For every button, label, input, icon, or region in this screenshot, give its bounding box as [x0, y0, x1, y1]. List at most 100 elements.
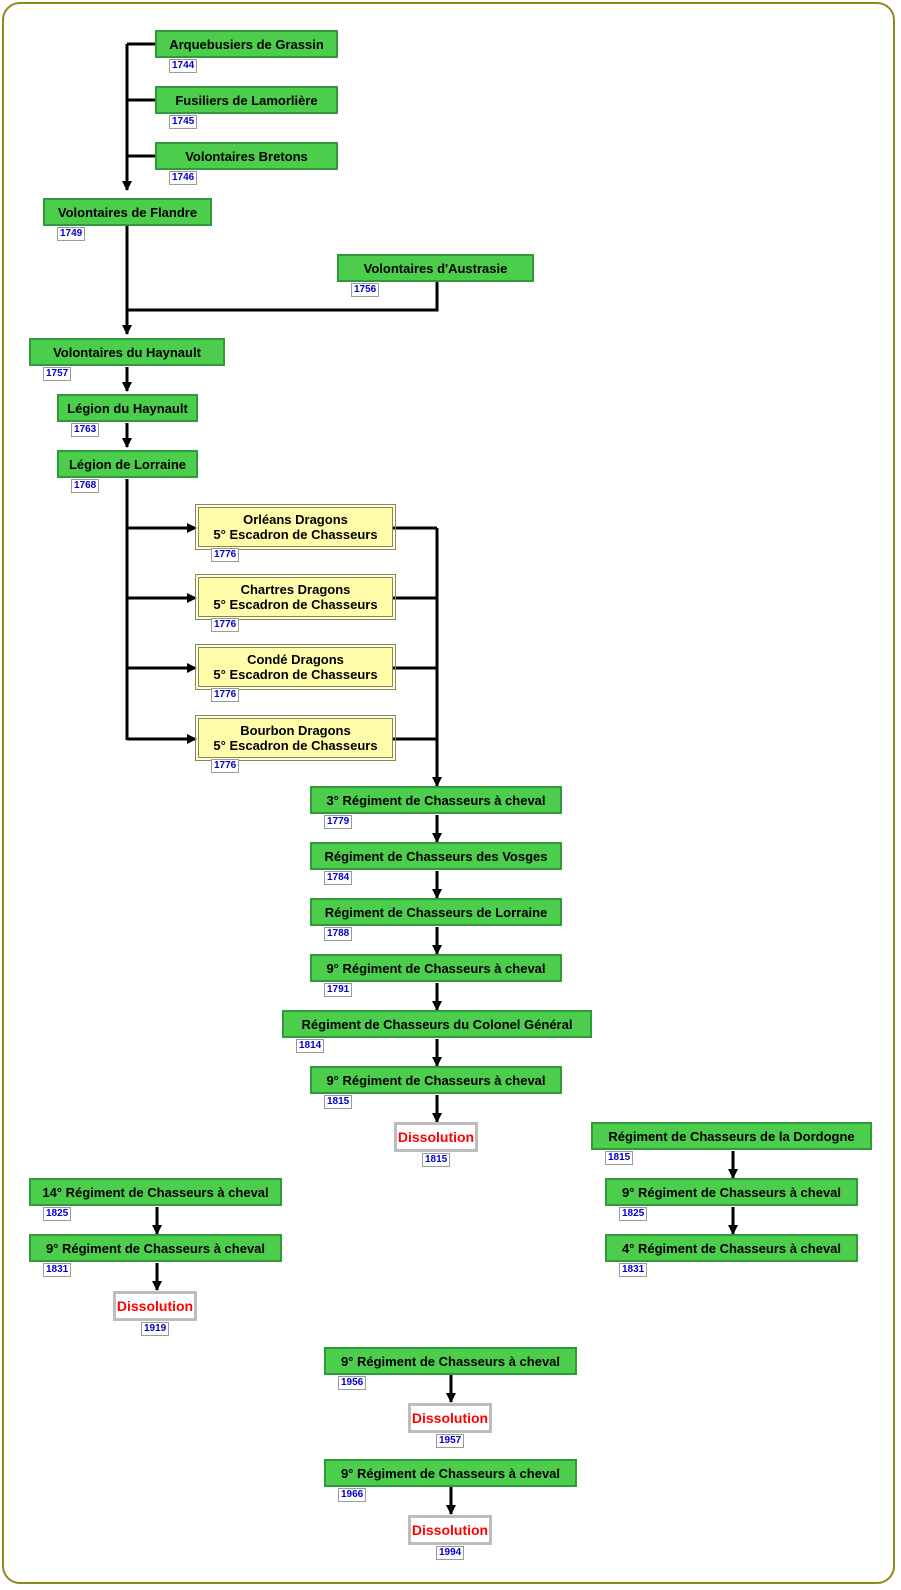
unit-label: Fusiliers de Lamorlière: [175, 93, 317, 108]
unit-label: Dissolution: [411, 1409, 489, 1426]
unit-label: Arquebusiers de Grassin: [169, 37, 324, 52]
unit-box: 14° Régiment de Chasseurs à cheval: [29, 1178, 282, 1206]
unit-box: Volontaires Bretons: [155, 142, 338, 170]
unit-name: Volontaires Bretons: [185, 148, 308, 164]
unit-box: Légion de Lorraine: [57, 450, 198, 478]
unit-label: Volontaires du Haynault: [53, 345, 201, 360]
year-badge: 1956: [338, 1376, 367, 1390]
unit-name: Arquebusiers de Grassin: [169, 36, 324, 52]
unit-box: Régiment de Chasseurs du Colonel Général: [282, 1010, 592, 1038]
year-badge: 1825: [43, 1207, 72, 1221]
unit-label: Volontaires d'Austrasie: [364, 261, 508, 276]
unit-name: 9° Régiment de Chasseurs à cheval: [340, 1465, 561, 1481]
year-badge: 1788: [324, 927, 353, 941]
year-badge: 1768: [71, 479, 100, 493]
unit-label: Régiment de Chasseurs de Lorraine: [325, 905, 548, 920]
unit-label: 9° Régiment de Chasseurs à cheval: [326, 961, 545, 976]
year-badge: 1919: [141, 1322, 170, 1336]
dissolution-box: Dissolution: [113, 1291, 197, 1321]
unit-subname: 5° Escadron de Chasseurs: [213, 527, 378, 542]
unit-name: 4° Régiment de Chasseurs à cheval: [621, 1240, 842, 1256]
unit-label: 9° Régiment de Chasseurs à cheval: [46, 1241, 265, 1256]
unit-box: Légion du Haynault: [57, 394, 198, 422]
unit-label: Régiment de Chasseurs du Colonel Général: [302, 1017, 573, 1032]
year-badge: 1994: [436, 1546, 465, 1560]
unit-label: 9° Régiment de Chasseurs à cheval: [326, 1073, 545, 1088]
year-badge: 1815: [422, 1153, 451, 1167]
year-badge: 1744: [169, 59, 198, 73]
unit-name: Régiment de Chasseurs de la Dordogne: [608, 1128, 855, 1144]
unit-name: 9° Régiment de Chasseurs à cheval: [340, 1353, 561, 1369]
year-badge: 1756: [351, 283, 380, 297]
year-badge: 1749: [57, 227, 86, 241]
year-badge: 1957: [436, 1434, 465, 1448]
year-badge: 1746: [169, 171, 198, 185]
dissolution-box: Dissolution: [408, 1515, 492, 1545]
unit-name: Régiment de Chasseurs du Colonel Général: [301, 1016, 573, 1032]
year-badge: 1784: [324, 871, 353, 885]
year-badge: 1815: [605, 1151, 634, 1165]
unit-label: Volontaires Bretons: [185, 149, 308, 164]
unit-label: 9° Régiment de Chasseurs à cheval: [341, 1466, 560, 1481]
unit-name: Légion du Haynault: [67, 400, 188, 416]
unit-label: 9° Régiment de Chasseurs à cheval: [622, 1185, 841, 1200]
unit-name: Dissolution: [397, 1128, 475, 1145]
unit-box: Volontaires du Haynault: [29, 338, 225, 366]
unit-name: Condé Dragons: [247, 652, 344, 667]
unit-name: Bourbon Dragons: [240, 723, 351, 738]
dissolution-box: Dissolution: [408, 1403, 492, 1433]
unit-box: 9° Régiment de Chasseurs à cheval: [324, 1347, 577, 1375]
unit-label: Légion de Lorraine: [69, 457, 186, 472]
unit-box: 4° Régiment de Chasseurs à cheval: [605, 1234, 858, 1262]
year-badge: 1776: [211, 759, 240, 773]
unit-label: Dissolution: [116, 1297, 194, 1314]
unit-box: Volontaires d'Austrasie: [337, 254, 534, 282]
year-badge: 1831: [619, 1263, 648, 1277]
unit-name: Volontaires du Haynault: [53, 344, 201, 360]
year-badge: 1791: [324, 983, 353, 997]
unit-box: Fusiliers de Lamorlière: [155, 86, 338, 114]
connector-early-volunteers: [127, 42, 155, 190]
unit-label: Légion du Haynault: [67, 401, 188, 416]
unit-box: Régiment de Chasseurs des Vosges: [310, 842, 562, 870]
unit-name: Dissolution: [411, 1409, 489, 1426]
unit-name: Fusiliers de Lamorlière: [175, 92, 318, 108]
unit-label: Volontaires de Flandre: [58, 205, 197, 220]
unit-label: Régiment de Chasseurs des Vosges: [324, 849, 547, 864]
year-badge: 1776: [211, 548, 240, 562]
unit-box: 3° Régiment de Chasseurs à cheval: [310, 786, 562, 814]
unit-name: Orléans Dragons: [243, 512, 348, 527]
dissolution-box: Dissolution: [394, 1122, 478, 1152]
unit-name: 9° Régiment de Chasseurs à cheval: [326, 960, 546, 976]
unit-name: Volontaires d'Austrasie: [363, 260, 508, 276]
year-badge: 1779: [324, 815, 353, 829]
connector-dragoons-merge: [392, 526, 437, 786]
unit-name: Dissolution: [411, 1521, 489, 1538]
connector-austrasie: [127, 282, 439, 312]
unit-box: 9° Régiment de Chasseurs à cheval: [310, 1066, 562, 1094]
unit-name: 14° Régiment de Chasseurs à cheval: [42, 1184, 269, 1200]
year-badge: 1831: [43, 1263, 72, 1277]
unit-name: Volontaires de Flandre: [57, 204, 198, 220]
unit-name: Dissolution: [116, 1297, 194, 1314]
unit-name: 9° Régiment de Chasseurs à cheval: [326, 1072, 546, 1088]
year-badge: 1763: [71, 423, 100, 437]
year-badge: 1814: [296, 1039, 325, 1053]
unit-subname: 5° Escadron de Chasseurs: [213, 738, 378, 753]
unit-subname: 5° Escadron de Chasseurs: [213, 667, 378, 682]
year-badge: 1825: [619, 1207, 648, 1221]
unit-label: 4° Régiment de Chasseurs à cheval: [622, 1241, 841, 1256]
unit-label: 14° Régiment de Chasseurs à cheval: [42, 1185, 268, 1200]
unit-box: 9° Régiment de Chasseurs à cheval: [605, 1178, 858, 1206]
year-badge: 1966: [338, 1488, 367, 1502]
year-badge: 1757: [43, 367, 72, 381]
